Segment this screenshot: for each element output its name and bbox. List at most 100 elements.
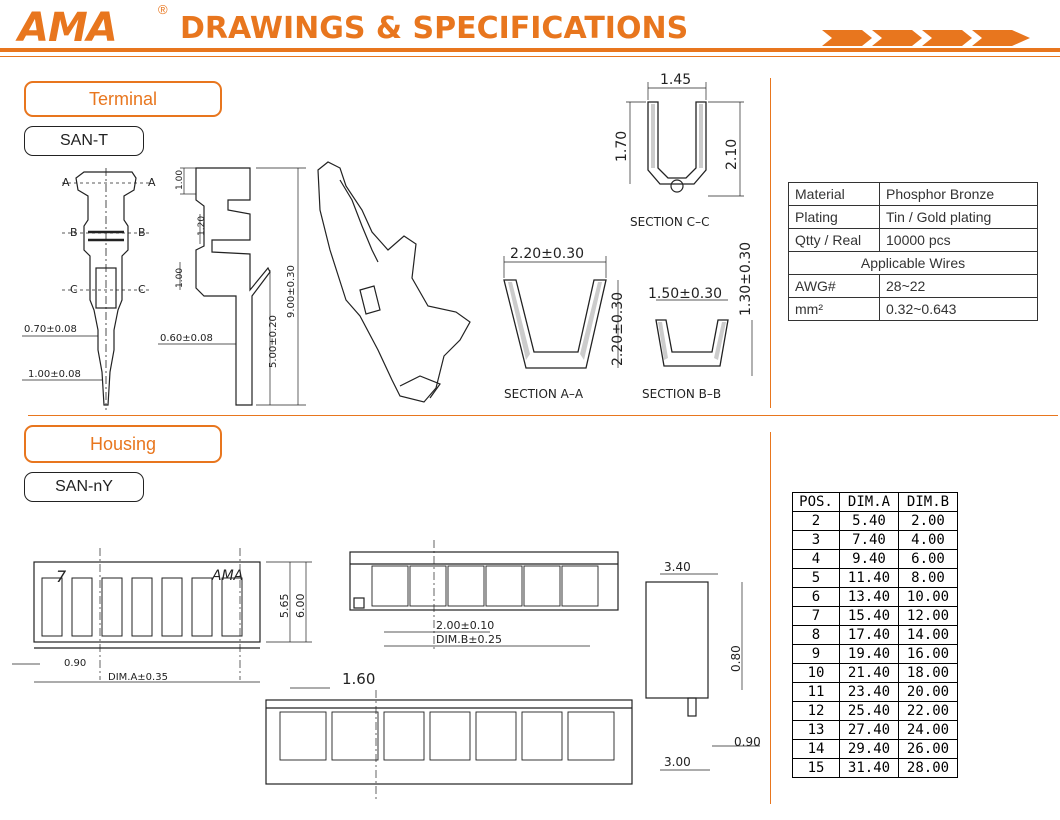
aa-width: 2.20±0.30 (510, 246, 584, 262)
dima-cell: 11.40 (839, 568, 899, 588)
dim-060: 0.60±0.08 (160, 333, 213, 344)
dima-cell: 27.40 (839, 720, 899, 740)
qty-label: Qtty / Real (788, 228, 880, 252)
aa-height: 2.20±0.30 (610, 292, 626, 366)
dimb-cell: 26.00 (898, 739, 958, 759)
col-dima-header: DIM.A (839, 492, 899, 512)
section-cc-drawing (626, 82, 744, 197)
pos-cell: 7 (792, 606, 840, 626)
qty-value: 10000 pcs (879, 228, 1038, 252)
table-row: Applicable Wires (788, 251, 1038, 275)
section-a-marker: A (148, 176, 156, 189)
cc-height-1: 1.70 (614, 131, 630, 162)
terminal-section-label: Terminal (24, 81, 222, 117)
pos-cell: 14 (792, 739, 840, 759)
wires-header: Applicable Wires (788, 251, 1038, 275)
section-aa-title: SECTION A–A (504, 387, 584, 401)
terminal-part-code: SAN-T (24, 126, 144, 156)
housing-side-view (645, 573, 760, 771)
housing-part-code: SAN-nY (24, 472, 144, 502)
col-pos-header: POS. (792, 492, 840, 512)
dima-cell: 29.40 (839, 739, 899, 759)
housing-bottom-view (265, 687, 633, 800)
material-value: Phosphor Bronze (879, 182, 1038, 206)
section-bb-drawing (655, 299, 753, 376)
dima-cell: 15.40 (839, 606, 899, 626)
pos-cell: 5 (792, 568, 840, 588)
dim-top-100: 1.00 (175, 170, 185, 190)
dima-cell: 19.40 (839, 644, 899, 664)
table-row: AWG#28~22 (788, 274, 1038, 298)
dimb-cell: 14.00 (898, 625, 958, 645)
header-rule (0, 48, 1060, 52)
pos-cell: 12 (792, 701, 840, 721)
housing-mark-7: 7 (56, 567, 67, 586)
dim-080: 0.80 (729, 645, 743, 672)
dimb-cell: 10.00 (898, 587, 958, 607)
housing-mark-ama: AMA (211, 568, 243, 584)
col-dimb-header: DIM.B (898, 492, 958, 512)
dim-side-090: 0.90 (734, 735, 761, 749)
pos-cell: 4 (792, 549, 840, 569)
dim-070: 0.70±0.08 (24, 324, 77, 335)
dim-100: 1.00±0.08 (28, 369, 81, 380)
dima-cell: 31.40 (839, 758, 899, 778)
dim-a: DIM.A±0.35 (108, 672, 168, 683)
pos-cell: 11 (792, 682, 840, 702)
vertical-divider-bottom (770, 432, 771, 804)
page-title: DRAWINGS & SPECIFICATIONS (180, 11, 689, 46)
cc-height-2: 2.10 (724, 139, 740, 170)
pos-cell: 9 (792, 644, 840, 664)
dim-120: 1.20 (197, 216, 207, 236)
housing-top-view (349, 540, 619, 650)
terminal-side-view (158, 167, 306, 406)
registered-mark: ® (158, 2, 168, 17)
bb-height: 1.30±0.30 (738, 242, 754, 316)
dim-160: 1.60 (342, 670, 375, 688)
material-label: Material (788, 182, 880, 206)
dima-cell: 17.40 (839, 625, 899, 645)
section-c-marker: C (70, 283, 78, 296)
vertical-divider-top (770, 78, 771, 408)
section-divider (28, 415, 1058, 416)
section-c-marker: C (138, 283, 146, 296)
table-header-row: POS. DIM.A DIM.B (792, 492, 958, 512)
pos-cell: 6 (792, 587, 840, 607)
pos-cell: 8 (792, 625, 840, 645)
pos-cell: 13 (792, 720, 840, 740)
dim-340: 3.40 (664, 560, 691, 574)
dim-300: 3.00 (664, 755, 691, 769)
dima-cell: 5.40 (839, 511, 899, 531)
section-b-marker: B (70, 226, 78, 239)
dima-cell: 9.40 (839, 549, 899, 569)
pos-cell: 3 (792, 530, 840, 550)
terminal-isometric-view (317, 161, 471, 403)
dim-900: 9.00±0.30 (286, 265, 297, 318)
dimb-cell: 20.00 (898, 682, 958, 702)
bb-width: 1.50±0.30 (648, 286, 722, 302)
cc-width: 1.45 (660, 72, 691, 88)
dima-cell: 25.40 (839, 701, 899, 721)
dima-cell: 21.40 (839, 663, 899, 683)
dimb-cell: 12.00 (898, 606, 958, 626)
dim-565: 5.65 (278, 594, 291, 619)
housing-section-label: Housing (24, 425, 222, 463)
plating-value: Tin / Gold plating (879, 205, 1038, 229)
dimb-cell: 28.00 (898, 758, 958, 778)
dima-cell: 23.40 (839, 682, 899, 702)
section-b-marker: B (138, 226, 146, 239)
